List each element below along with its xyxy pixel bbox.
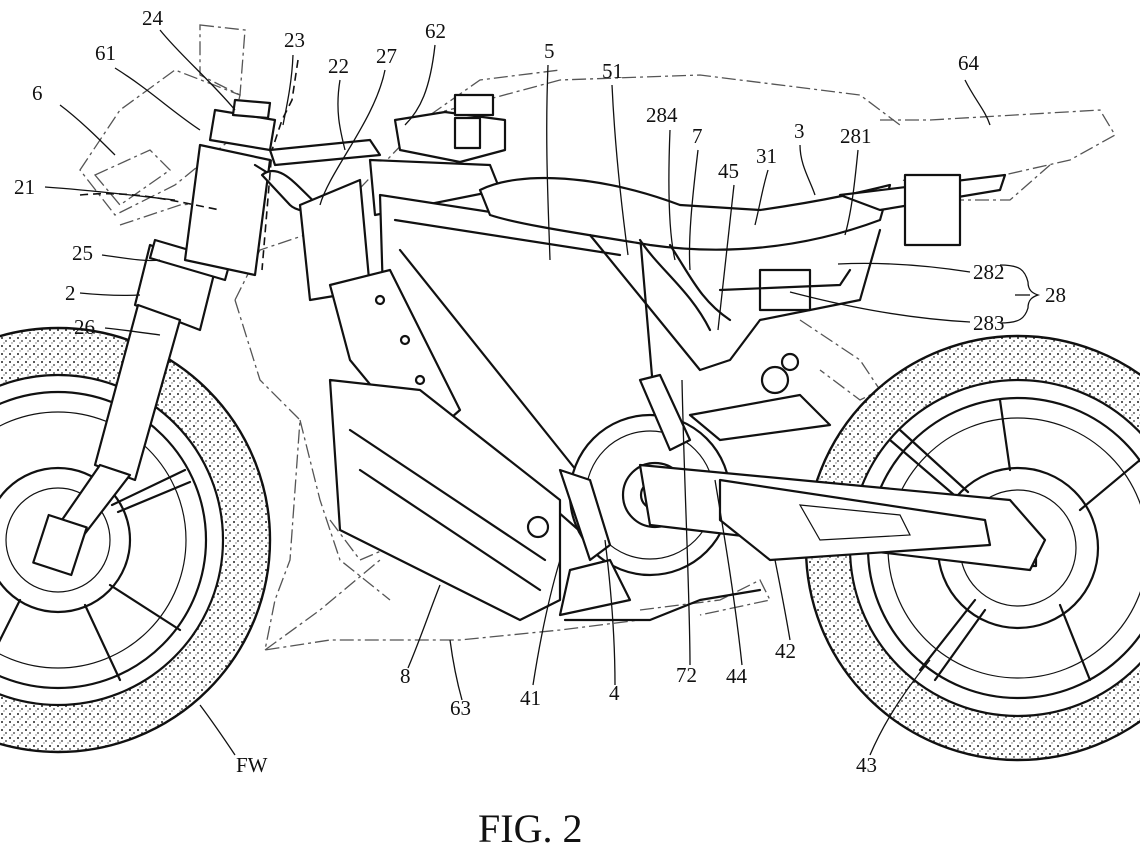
label-281: 281 <box>840 124 872 148</box>
figure-caption: FIG. 2 <box>478 806 582 851</box>
label-2: 2 <box>65 281 76 305</box>
label-42: 42 <box>775 639 796 663</box>
label-63: 63 <box>450 696 471 720</box>
label-24: 24 <box>142 6 164 30</box>
label-64: 64 <box>958 51 980 75</box>
label-62: 62 <box>425 19 446 43</box>
label-21: 21 <box>14 175 35 199</box>
label-4: 4 <box>609 681 620 705</box>
label-23: 23 <box>284 28 305 52</box>
label-26: 26 <box>74 315 95 339</box>
label-5: 5 <box>544 39 555 63</box>
label-282: 282 <box>973 260 1005 284</box>
label-6: 6 <box>32 81 43 105</box>
label-8: 8 <box>400 664 411 688</box>
label-72: 72 <box>676 663 697 687</box>
label-45: 45 <box>718 159 739 183</box>
label-41: 41 <box>520 686 541 710</box>
label-FW: FW <box>236 753 268 777</box>
label-3: 3 <box>794 119 805 143</box>
label-22: 22 <box>328 54 349 78</box>
label-27: 27 <box>376 44 397 68</box>
label-284: 284 <box>646 103 678 127</box>
label-283: 283 <box>973 311 1005 335</box>
label-25: 25 <box>72 241 93 265</box>
label-28: 28 <box>1045 283 1066 307</box>
label-44: 44 <box>726 664 748 688</box>
label-7: 7 <box>692 124 703 148</box>
label-43: 43 <box>856 753 877 777</box>
label-51: 51 <box>602 59 623 83</box>
label-31: 31 <box>756 144 777 168</box>
label-61: 61 <box>95 41 116 65</box>
